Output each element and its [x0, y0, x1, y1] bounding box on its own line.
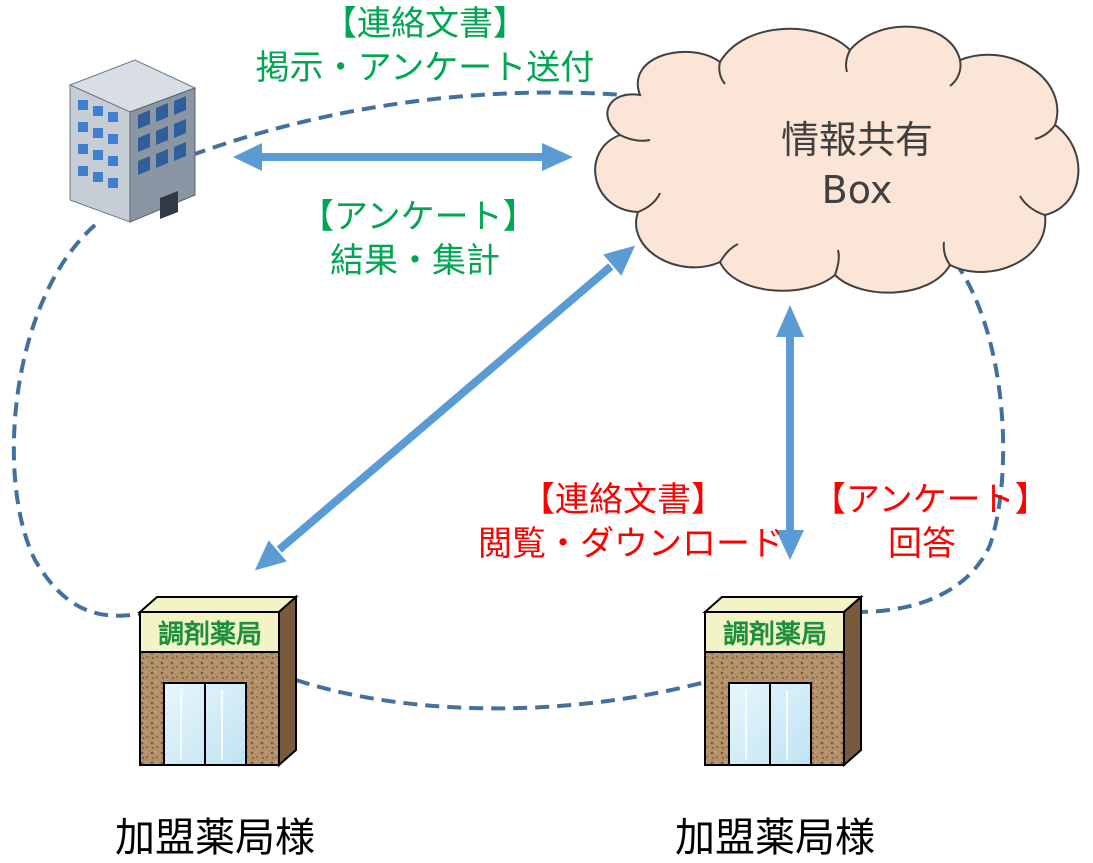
hq-send-label: 【連絡文書】 掲示・アンケート送付: [255, 2, 595, 90]
hq-results-label-line2: 結果・集計: [330, 241, 500, 281]
cloud-label: 情報共有 Box: [757, 115, 957, 215]
hq-results-label-line1: 【アンケート】: [300, 197, 537, 237]
pharmacy-sign-right: 調剤薬局: [723, 619, 827, 650]
hq-results-label: 【アンケート】 結果・集計: [300, 195, 537, 283]
pharmacy-sign-left: 調剤薬局: [158, 619, 262, 650]
pharmacy-store-icon-left: [137, 594, 299, 768]
dashed-left-segment: [11, 223, 151, 618]
member-pharmacy-caption-left: 加盟薬局様: [115, 815, 315, 861]
dashed-right-segment: [857, 260, 1006, 614]
cloud-label-line2: Box: [821, 168, 893, 212]
cloud-icon: [594, 25, 1080, 294]
pharmacy-view-label-line1: 【連絡文書】: [521, 480, 725, 520]
office-building-icon: [68, 59, 197, 223]
member-pharmacy-caption-right: 加盟薬局様: [675, 815, 875, 861]
arrows: [233, 143, 804, 571]
arrow-pharmacy-right-cloud: [776, 305, 804, 560]
pharmacy-view-label-line2: 閲覧・ダウンロード: [478, 524, 784, 564]
pharmacy-store-icon-right: [702, 594, 864, 768]
hq-send-label-line2: 掲示・アンケート送付: [255, 48, 595, 88]
arrow-pharmacy-left-cloud: [254, 245, 636, 571]
dashed-bottom-segment: [295, 678, 706, 711]
cloud-label-line1: 情報共有: [780, 118, 933, 162]
pharmacy-answer-label-line2: 回答: [888, 524, 956, 564]
dashed-connection-ring: [11, 90, 1006, 711]
arrow-hq-cloud: [233, 143, 573, 171]
pharmacy-answer-label: 【アンケート】 回答: [812, 478, 1049, 566]
dashed-top-segment: [191, 90, 626, 157]
pharmacy-view-label: 【連絡文書】 閲覧・ダウンロード: [478, 478, 784, 566]
pharmacy-answer-label-line1: 【アンケート】: [812, 480, 1049, 520]
hq-send-label-line1: 【連絡文書】: [323, 4, 527, 44]
